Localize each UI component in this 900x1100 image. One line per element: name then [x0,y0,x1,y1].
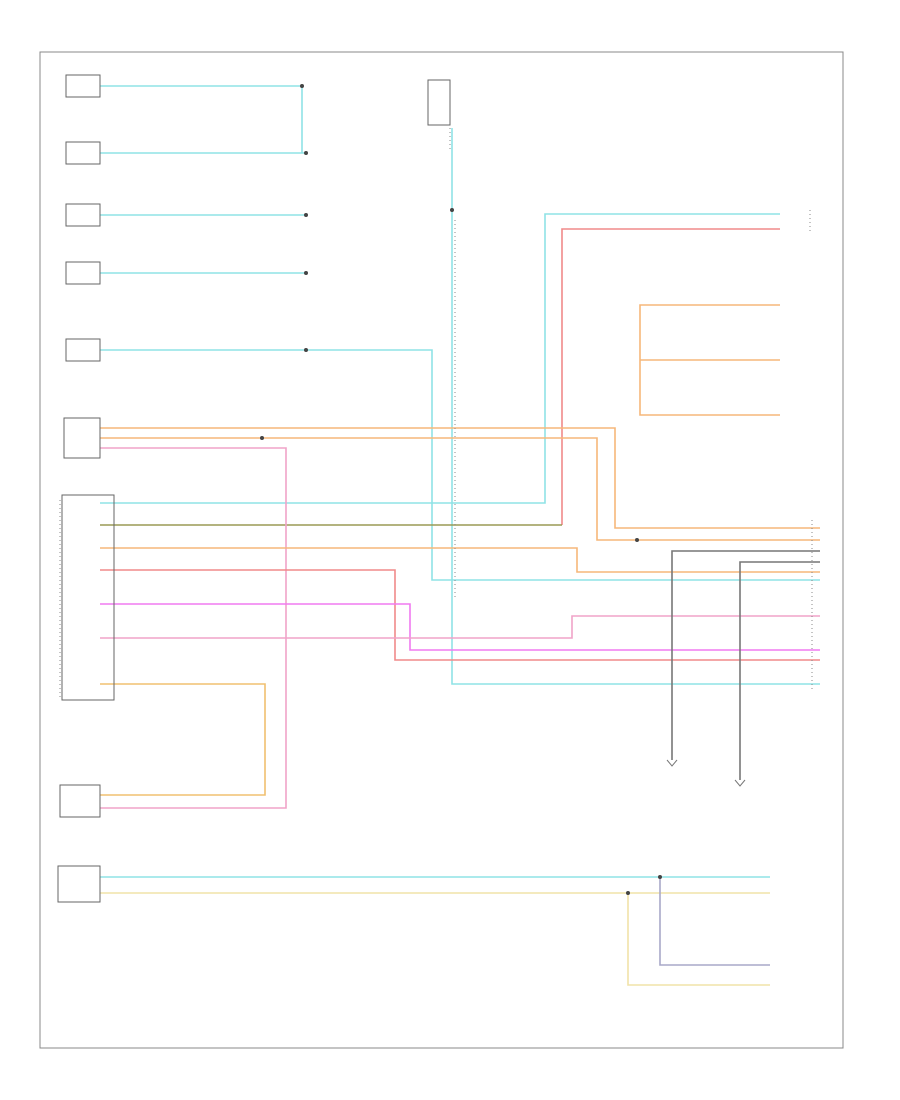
module-rear-pressure [65,74,101,98]
splice-dot [260,436,264,440]
splice-dot [658,875,662,879]
module-outlines [57,74,451,903]
wire-lt-blue-6 [100,213,780,504]
module-pcm-main [61,494,115,701]
module-rim [65,261,101,285]
splice-dot [304,151,308,155]
wire-gray-violet-1 [659,877,770,966]
module-trip [65,203,101,227]
wire-orange-4 [100,437,820,541]
splice-points [260,84,662,895]
ground-symbols [666,759,746,787]
module-pcm-sense [65,338,101,362]
module-frontal-sensor [65,141,101,165]
wire-lt-blue-trunk-2 [451,210,820,685]
wire-lt-blue-1 [100,85,303,153]
splice-dot [626,891,630,895]
splice-dot [635,538,639,542]
module-power-mirror [59,784,101,818]
wire-orange-3 [100,427,820,529]
splice-dot [304,213,308,217]
wire-pink-1 [100,447,287,809]
wire-magenta-1 [100,603,820,651]
splice-dot [450,208,454,212]
diagram-frame [39,51,844,1049]
wire-black-2 [739,561,820,780]
splice-dot [300,84,304,88]
ground-icon [734,779,746,787]
wires [100,85,820,986]
wire-red-2 [100,569,820,661]
splice-dot [304,271,308,275]
connector-dashes [59,120,813,700]
wire-orange-5 [100,547,820,573]
splice-dot [304,348,308,352]
module-ignition [427,79,451,126]
ground-icon [666,759,678,767]
wire-lt-blue-5 [100,349,820,581]
wire-black-1 [671,550,820,760]
module-data-link [57,865,101,903]
wire-orange-tan-1 [100,683,266,796]
wire-yellow-2 [627,893,770,986]
wire-pink-2 [100,615,820,639]
module-instrument-cluster [63,417,101,459]
wire-red-1 [561,228,780,525]
